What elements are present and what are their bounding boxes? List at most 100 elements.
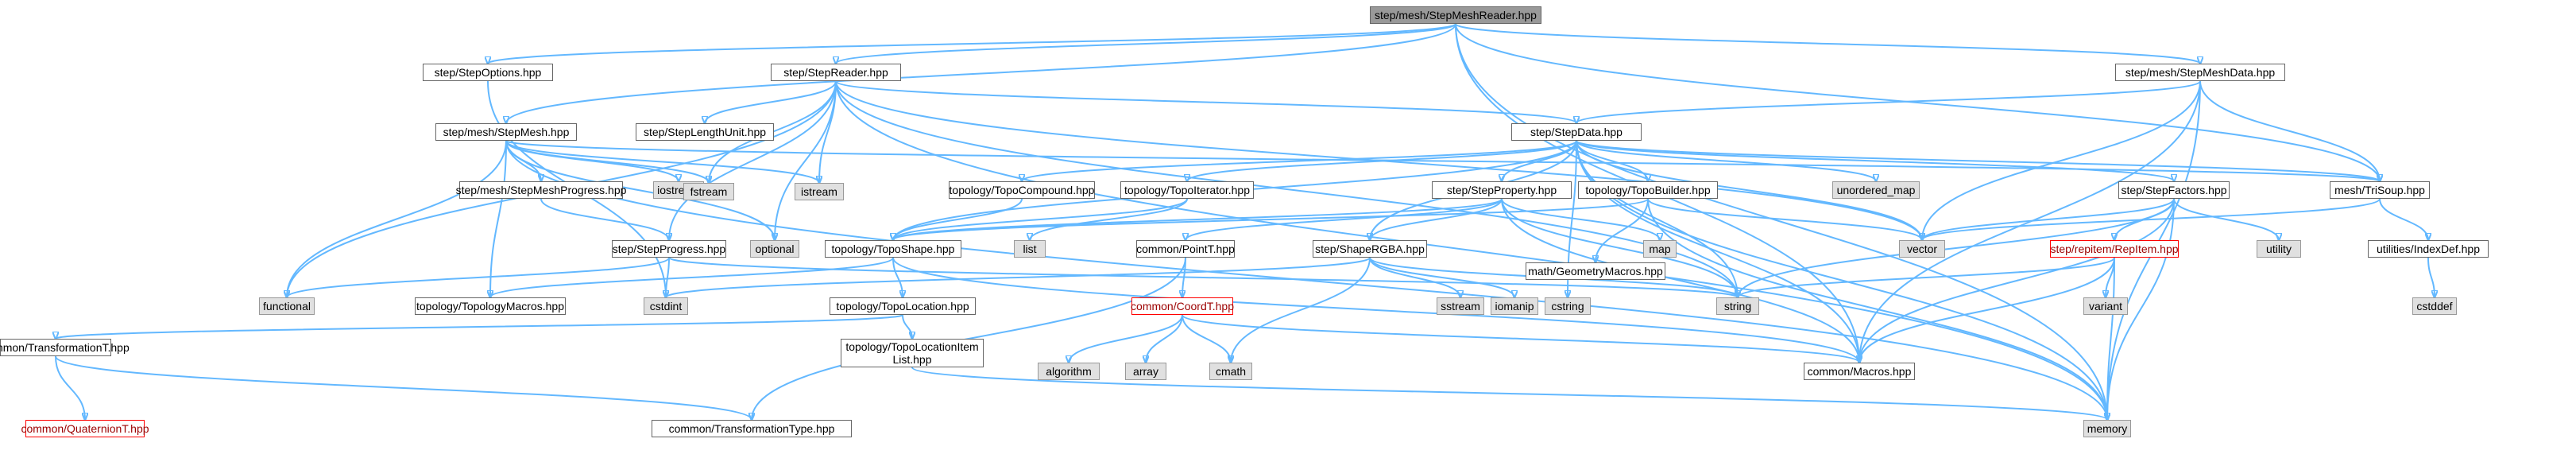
node-string: string [1716,297,1759,315]
edge-stepmeshdata-to-trisoup [2199,80,2380,181]
edge-stepmesh-to-fstream [505,140,709,183]
edge-stepproperty-to-pointt [1186,198,1503,240]
node-step-mesh-stepmeshdata-hpp[interactable]: step/mesh/StepMeshData.hpp [2115,64,2285,81]
edge-root-to-memory [1455,23,2107,420]
node-istream: istream [795,183,844,200]
node-common-coordt-hpp: common/CoordT.hpp [1131,297,1234,315]
edge-stepfactors-to-utility [2173,198,2279,240]
node-step-mesh-stepmesh-hpp[interactable]: step/mesh/StepMesh.hpp [435,123,577,141]
edge-topobuilder-to-geometrymacros [1595,198,1649,262]
edge-stepdata-to-unordered_map [1576,140,1876,181]
node-cmath: cmath [1209,363,1252,380]
node-topology-topobuilder-hpp[interactable]: topology/TopoBuilder.hpp [1578,181,1718,199]
edge-stepreader-to-stepdata [835,80,1576,123]
edge-stepprogress-to-functional [287,257,670,297]
edge-stepproperty-to-string [1501,198,1738,297]
edge-stepmeshprogress-to-stepprogress [540,198,669,240]
edge-topoiterator-to-list [1030,198,1188,240]
node-step-steplengthunit-hpp[interactable]: step/StepLengthUnit.hpp [636,123,774,141]
edge-toposhape-to-macros [892,257,1859,363]
edge-repitem-to-memory [2107,257,2115,420]
node-common-macros-hpp[interactable]: common/Macros.hpp [1804,363,1915,380]
node-step-mesh-stepmeshprogress-hpp[interactable]: step/mesh/StepMeshProgress.hpp [456,181,626,199]
edge-stepreader-to-optional [775,80,837,240]
edge-topocompound-to-toposhape [893,198,1023,240]
edge-stepproperty-to-map [1501,198,1660,240]
node-topology-topoiterator-hpp[interactable]: topology/TopoIterator.hpp [1120,181,1254,199]
edge-stepdata-to-stepfactors [1576,140,2174,181]
edge-indexdef-to-cstddef [2427,257,2435,297]
node-topology-toposhape-hpp[interactable]: topology/TopoShape.hpp [825,240,961,258]
edge-stepfactors-to-string [1738,198,2175,297]
edge-root-to-stepmeshdata [1455,23,2200,64]
edge-stepdata-to-topocompound [1022,140,1577,181]
node-cstring: cstring [1545,297,1591,315]
edge-trisoup-to-indexdef [2379,198,2428,240]
node-math-geometrymacros-hpp[interactable]: math/GeometryMacros.hpp [1526,262,1665,280]
node-common-transformationtype-hpp[interactable]: common/TransformationType.hpp [652,420,852,437]
node-cstddef: cstddef [2412,297,2457,315]
node-common-transformationt-hpp[interactable]: common/TransformationT.hpp [0,339,130,356]
edge-repitem-to-macros [1859,257,2115,363]
edge-stepreader-to-steplengthunit [705,80,837,123]
edge-transformationt-to-quaternion [55,355,85,420]
edge-stepfactors-to-macros [1859,198,2175,363]
node-step-stepreader-hpp[interactable]: step/StepReader.hpp [771,64,901,81]
edge-stepdata-to-vector [1576,140,1922,240]
node-topology-topolocationitemlist-hpp[interactable]: topology/TopoLocationItem List.hpp [841,339,984,367]
node-mesh-trisoup-hpp[interactable]: mesh/TriSoup.hpp [2330,181,2430,199]
node-step-stepproperty-hpp[interactable]: step/StepProperty.hpp [1432,181,1572,199]
node-common-pointt-hpp[interactable]: common/PointT.hpp [1136,240,1235,258]
node-utility: utility [2257,240,2301,258]
node-step-shapergba-hpp[interactable]: step/ShapeRGBA.hpp [1313,240,1427,258]
node-topology-topologymacros-hpp[interactable]: topology/TopologyMacros.hpp [415,297,566,315]
edge-repitem-to-string [1738,257,2115,297]
node-iomanip: iomanip [1491,297,1538,315]
edge-shaperGBA-to-cmath [1231,257,1371,363]
edge-stepprogress-to-cstdint [666,257,670,297]
node-array: array [1125,363,1166,380]
node-step-stepfactors-hpp[interactable]: step/StepFactors.hpp [2118,181,2230,199]
node-topology-topocompound-hpp[interactable]: topology/TopoCompound.hpp [949,181,1095,199]
edge-topolocation-to-transformationt [56,314,903,339]
edge-coordt-to-array [1146,314,1183,363]
edge-stepreader-to-stepprogress [669,80,837,240]
node-utilities-indexdef-hpp[interactable]: utilities/IndexDef.hpp [2368,240,2489,258]
edge-root-to-stepmesh [506,23,1456,123]
edge-stepmeshdata-to-vector [1922,80,2201,240]
edge-topobuilder-to-vector [1647,198,1922,240]
edge-stepdata-to-macros [1576,140,1859,363]
node-sstream: sstream [1437,297,1484,315]
edge-transformationt-to-transformationtype [55,355,752,420]
edge-root-to-stepoptions [488,23,1456,64]
edge-stepreader-to-string [835,80,1738,297]
edge-toposhape-to-topolocation [892,257,903,297]
node-step-mesh-stepmeshreader-hpp[interactable]: step/mesh/StepMeshReader.hpp [1370,6,1541,24]
edge-stepreader-to-memory [835,80,2107,420]
node-step-repitem-repitem-hpp: step/repitem/RepItem.hpp [2050,240,2179,258]
edge-coordt-to-macros [1182,314,1859,363]
node-step-stepprogress-hpp[interactable]: step/StepProgress.hpp [612,240,726,258]
node-list: list [1014,240,1046,258]
edge-stepmesh-to-optional [505,140,775,240]
edge-topolocation-to-topolocationitemlist [902,314,912,339]
node-optional: optional [750,240,799,258]
node-common-quaterniont-hpp: common/QuaternionT.hpp [21,420,149,437]
edge-topolocationitemlist-to-memory [911,367,2107,420]
node-cstdint: cstdint [644,297,688,315]
edge-root-to-trisoup [1455,23,2380,181]
node-topology-topolocation-hpp[interactable]: topology/TopoLocation.hpp [830,297,976,315]
edge-root-to-stepreader [836,23,1456,64]
edge-stepmeshdata-to-stepdata [1576,80,2201,123]
edge-shaperGBA-to-iomanip [1369,257,1514,297]
node-step-stepdata-hpp[interactable]: step/StepData.hpp [1511,123,1642,141]
edge-stepprogress-to-string [668,257,1738,297]
edge-trisoup-to-vector [1922,198,2381,240]
edge-coordt-to-cmath [1182,314,1231,363]
node-step-stepoptions-hpp[interactable]: step/StepOptions.hpp [423,64,553,81]
node-unordered-map: unordered_map [1832,181,1920,199]
edge-toposhape-to-topologymacros [490,257,894,297]
node-variant: variant [2083,297,2128,315]
